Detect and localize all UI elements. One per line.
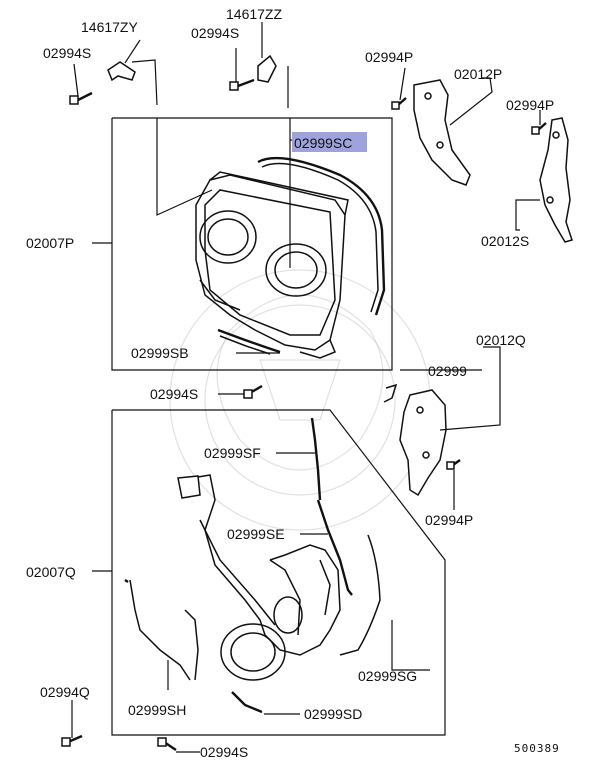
bolt-icon bbox=[157, 737, 200, 753]
label-02994S[interactable]: 02994S bbox=[191, 25, 239, 41]
gasket-02999SC bbox=[257, 156, 386, 316]
bolt-icon bbox=[69, 63, 93, 105]
label-02012S[interactable]: 02012S bbox=[481, 233, 529, 249]
bracket-14617ZY bbox=[107, 39, 141, 82]
diagram-code: 500389 bbox=[514, 742, 560, 755]
label-02999SE[interactable]: 02999SE bbox=[227, 526, 285, 542]
label-02994S[interactable]: 02994S bbox=[43, 45, 91, 61]
bolt-icon bbox=[229, 48, 255, 91]
label-02999[interactable]: 02999 bbox=[428, 363, 467, 379]
bracket-02012Q bbox=[383, 346, 501, 510]
label-02994S[interactable]: 02994S bbox=[200, 744, 248, 760]
label-02994Q[interactable]: 02994Q bbox=[40, 684, 90, 700]
lower-leaders bbox=[92, 452, 430, 715]
label-02994P[interactable]: 02994P bbox=[365, 49, 413, 65]
upper-frame bbox=[111, 117, 393, 371]
label-02999SF[interactable]: 02999SF bbox=[204, 445, 261, 461]
gasket-02999SH bbox=[124, 579, 199, 681]
label-02012Q[interactable]: 02012Q bbox=[476, 332, 526, 348]
label-02999SG[interactable]: 02999SG bbox=[358, 668, 417, 684]
upper-leaders bbox=[92, 59, 332, 354]
label-14617ZY[interactable]: 14617ZY bbox=[81, 19, 138, 35]
gasket-02999SG bbox=[339, 534, 381, 656]
bolt-icon bbox=[218, 384, 263, 399]
highlight-box bbox=[292, 132, 367, 152]
gasket-02999SE bbox=[316, 499, 353, 596]
bracket-02012P bbox=[391, 67, 493, 186]
timing-belt-cover-lower bbox=[177, 474, 341, 681]
gasket-02999SF bbox=[310, 417, 322, 501]
label-02012P[interactable]: 02012P bbox=[454, 66, 502, 82]
bracket-14617ZZ bbox=[257, 22, 277, 83]
label-02999SH[interactable]: 02999SH bbox=[128, 702, 186, 718]
label-02999SD[interactable]: 02999SD bbox=[304, 706, 362, 722]
label-02007Q[interactable]: 02007Q bbox=[26, 564, 76, 580]
label-02994S[interactable]: 02994S bbox=[150, 386, 198, 402]
timing-belt-cover-upper bbox=[195, 171, 349, 359]
lower-frame bbox=[111, 409, 446, 736]
gasket-02999SB bbox=[217, 328, 281, 355]
bolt-icon bbox=[61, 700, 83, 747]
label-02007P[interactable]: 02007P bbox=[26, 235, 74, 251]
gasket-02999SD bbox=[231, 691, 263, 714]
bracket-02012S bbox=[515, 110, 573, 243]
label-02999SC[interactable]: 02999SC bbox=[294, 135, 352, 151]
label-02999SB[interactable]: 02999SB bbox=[131, 345, 189, 361]
label-02994P[interactable]: 02994P bbox=[506, 97, 554, 113]
label-02994P[interactable]: 02994P bbox=[425, 512, 473, 528]
watermark-emblem bbox=[169, 269, 431, 531]
label-14617ZZ[interactable]: 14617ZZ bbox=[226, 6, 282, 22]
